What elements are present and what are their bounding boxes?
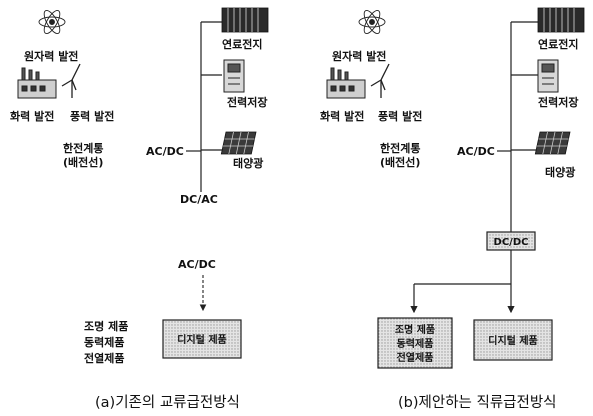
atom-icon [358, 10, 386, 34]
nuclear-label: 원자력 발전 [24, 49, 78, 63]
wind-turbine-icon [61, 63, 81, 98]
load-heating: 전열제품 [397, 351, 434, 364]
grid-label-line1: 한전계통 [380, 141, 420, 155]
digital-product-label: 디지털 제품 [488, 334, 537, 347]
storage-label: 전력저장 [538, 95, 578, 109]
wind-label: 풍력 발전 [378, 109, 422, 123]
converter-acdc-top: AC/DC [146, 145, 184, 158]
grid-label-line2: (배전선) [63, 155, 103, 169]
factory-icon [326, 67, 366, 99]
dcdc-converter-label: DC/DC [494, 237, 529, 248]
load-heating: 전열제품 [84, 351, 124, 365]
factory-icon [17, 67, 57, 99]
storage-cabinet-icon [223, 59, 245, 93]
storage-label: 전력저장 [227, 95, 267, 109]
panel-a: 원자력 발전 화력 발전 풍력 발전 한전계통 (배전선) [10, 7, 269, 411]
atom-icon [38, 10, 66, 34]
load-lighting: 조명 제품 [395, 323, 435, 336]
load-lighting: 조명 제품 [84, 319, 128, 333]
solar-label: 태양광 [233, 156, 263, 170]
solar-label: 태양광 [545, 165, 575, 179]
storage-cabinet-icon [537, 59, 559, 93]
grid-label-line1: 한전계통 [63, 141, 103, 155]
fuel-cell-label: 연료전지 [538, 37, 578, 51]
converter-dcac: DC/AC [180, 193, 218, 206]
solar-panel-icon [534, 131, 571, 155]
thermal-label: 화력 발전 [10, 109, 54, 123]
fuel-cell-icon [221, 7, 269, 33]
digital-product-box [473, 319, 553, 361]
general-loads-box [377, 317, 453, 369]
solar-panel-icon [220, 131, 257, 155]
fuel-cell-label: 연료전지 [222, 37, 262, 51]
converter-acdc: AC/DC [457, 145, 495, 158]
load-power: 동력제품 [397, 337, 434, 350]
fuel-cell-icon [537, 7, 585, 33]
digital-product-box [162, 319, 242, 359]
digital-product-label: 디지털 제품 [177, 333, 226, 346]
panel-b: 원자력 발전 화력 발전 풍력 발전 한전계통 (배전선) [320, 7, 585, 411]
caption-a: (a)기존의 교류급전방식 [95, 394, 240, 411]
grid-label-line2: (배전선) [380, 155, 420, 169]
wind-label: 풍력 발전 [70, 109, 114, 123]
thermal-label: 화력 발전 [320, 109, 364, 123]
load-power: 동력제품 [84, 335, 124, 349]
wind-turbine-icon [370, 63, 390, 98]
nuclear-label: 원자력 발전 [332, 49, 386, 63]
caption-b: (b)제안하는 직류급전방식 [398, 394, 557, 411]
converter-acdc-bottom: AC/DC [178, 258, 216, 271]
